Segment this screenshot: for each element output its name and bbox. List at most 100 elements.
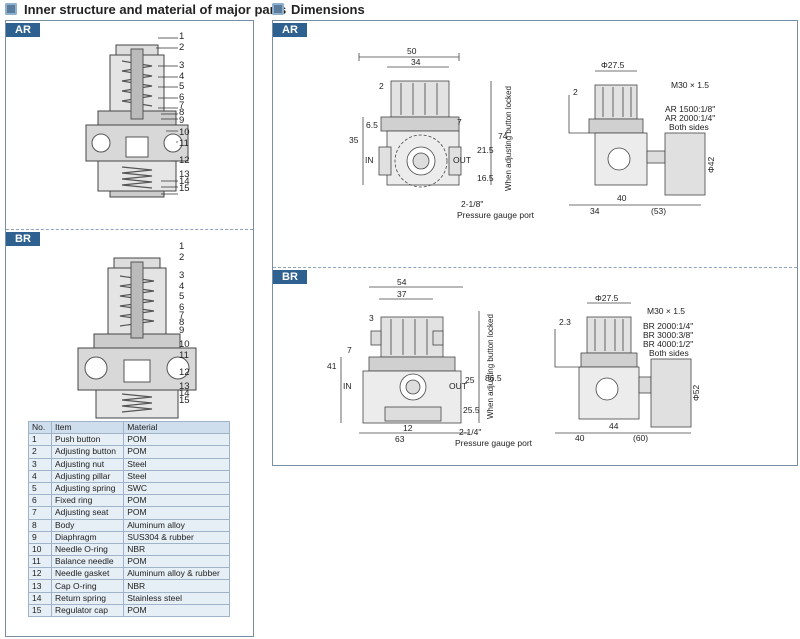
callout: 11 [179,349,189,361]
table-cell-item: Adjusting pillar [50,469,125,483]
callout: 10 [179,339,190,351]
dim-label: 2 [573,87,578,97]
port-size-label: 2-1/8" [461,199,483,209]
table-cell-material: Steel [123,457,230,471]
ar-cross-section-drawing [85,37,189,198]
callout: 1 [179,31,185,42]
table-cell-no: 5 [28,481,52,496]
table-cell-item: Push button [50,433,125,447]
table-cell-material: POM [123,603,230,618]
dimensions-panel: AR BR 50 34 2 74 35 6.5 [272,20,798,466]
section-title: Dimensions [291,1,365,17]
dim-label: 41 [327,361,337,371]
table-cell-material: Steel [123,469,230,483]
dim-label: 40 [575,433,585,443]
table-cell-item: Regulator cap [50,603,125,618]
callout: 2 [179,251,185,263]
callout: 2 [179,41,185,53]
gauge-port-label: Pressure gauge port [457,210,535,220]
table-cell-material: SWC [123,481,230,496]
callout: 3 [179,270,185,282]
ar-callout-list: 1 2 3 4 5 6 7 8 9 10 11 12 13 14 15 [179,31,190,195]
port-out-label: OUT [453,155,471,165]
dim-label: 2 [379,81,384,91]
section-bullet-icon [5,3,17,15]
dim-label: 7 [457,117,462,127]
callout: 7 [179,99,185,111]
port-in-label: IN [343,381,352,391]
br-callout-list: 1 2 3 4 5 6 7 8 9 10 11 12 13 14 15 [179,241,190,407]
table-cell-no: 12 [28,567,52,581]
table-cell-item: Body [50,518,125,532]
dim-label: Φ27.5 [601,60,625,70]
ar-side-view [568,70,706,206]
port-out-label: OUT [449,381,467,391]
thread-label: M30 × 1.5 [671,80,709,90]
tag-ar: AR [273,23,307,37]
dim-label: Φ27.5 [595,293,619,303]
dim-label: 25 [465,375,475,385]
dim-label: 86.5 [485,373,502,383]
callout: 6 [179,91,185,103]
dim-label: 37 [397,289,407,299]
callout: 1 [179,241,185,252]
dim-label: 35 [349,135,359,145]
table-cell-no: 15 [28,603,52,618]
dim-label: 3 [369,313,374,323]
table-cell-material: POM [123,433,230,447]
both-sides-note: Both sides [649,348,689,358]
dim-label: Φ42 [706,156,716,173]
tag-br: BR [273,270,307,284]
callout: 8 [179,107,185,119]
divider [273,267,797,268]
table-cell-material: Aluminum alloy [123,518,230,532]
locked-note: When adjusting button locked [486,314,495,419]
callout: 15 [179,183,190,195]
section-header-inner-structure: Inner structure and material of major pa… [5,0,286,18]
table-cell-material: Aluminum alloy & rubber [123,567,230,581]
table-cell-material: POM [123,555,230,569]
table-cell-material: NBR [123,542,230,557]
table-cell-no: 8 [28,518,52,532]
dim-label: 2.3 [559,317,571,327]
callout: 5 [179,81,185,93]
table-cell-no: 9 [28,530,52,544]
port-note: BR 4000:1/2" [643,339,693,349]
callout: 13 [179,381,190,393]
column-header-no: No. [28,420,52,435]
port-note: AR 2000:1/4" [665,113,715,123]
dim-label: 34 [590,206,600,216]
dimensions-drawing: 50 34 2 74 35 6.5 7 21.5 16.5 IN OUT 2-1… [327,46,716,448]
table-cell-no: 13 [28,579,52,593]
table-cell-item: Needle gasket [50,567,125,581]
port-in-label: IN [365,155,374,165]
section-header-dimensions: Dimensions [272,0,365,18]
dim-label: 74 [498,131,508,141]
callout: 12 [179,366,190,378]
port-size-label: 2-1/4" [459,427,481,437]
table-cell-no: 7 [28,506,52,520]
table-header-row: No. Item Material [28,420,230,435]
table-cell-material: NBR [123,579,230,593]
dim-label: 16.5 [477,173,494,183]
dim-label: 40 [617,193,627,203]
thread-label: M30 × 1.5 [647,306,685,316]
callout: 15 [179,395,190,407]
port-note: AR 1500:1/8" [665,104,715,114]
table-cell-material: Stainless steel [123,591,230,605]
table-cell-item: Diaphragm [50,530,125,544]
table-cell-no: 2 [28,445,52,459]
table-cell-item: Needle O-ring [50,542,125,557]
table-cell-item: Return spring [50,591,125,605]
table-cell-item: Fixed ring [50,494,125,508]
port-note: BR 2000:1/4" [643,321,693,331]
dim-label: 6.5 [366,120,378,130]
divider [6,229,253,230]
